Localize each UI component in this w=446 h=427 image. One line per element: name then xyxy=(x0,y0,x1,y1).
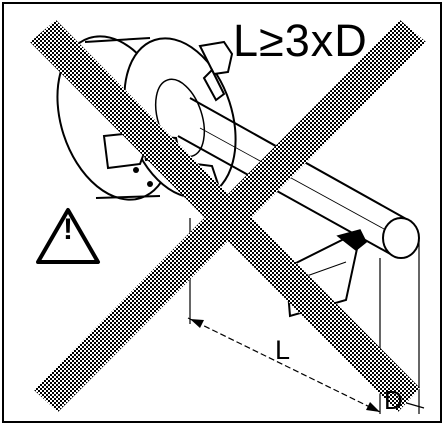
warning-exclamation: ! xyxy=(63,213,73,246)
cross-out-mark xyxy=(30,20,426,412)
chuck-jaw-top xyxy=(198,40,234,102)
length-label: L xyxy=(275,335,291,365)
warning-triangle-icon xyxy=(36,208,100,264)
length-diameter-rule-label: L≥3xD xyxy=(233,15,368,66)
diameter-label: D xyxy=(384,385,403,415)
